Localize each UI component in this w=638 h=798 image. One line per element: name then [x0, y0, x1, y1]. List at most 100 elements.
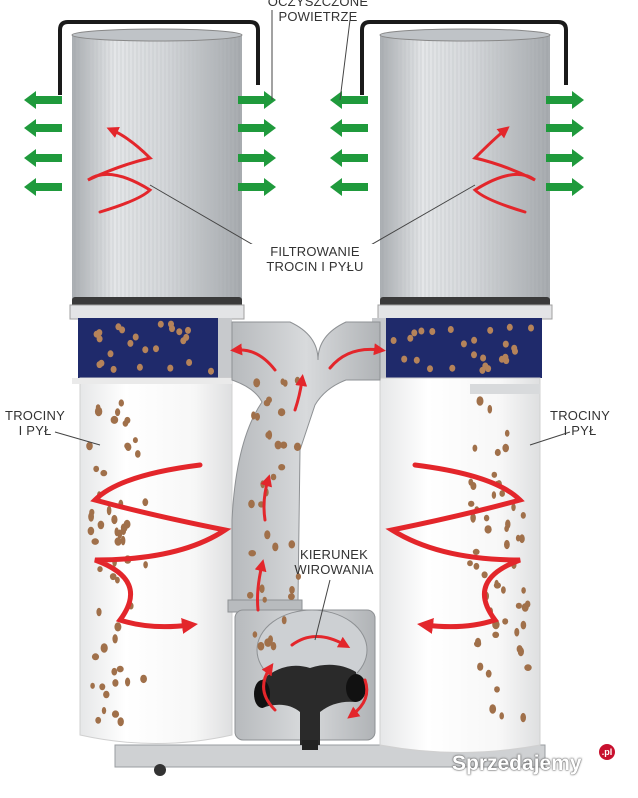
dust-particle [473, 562, 480, 570]
dust-particle [109, 573, 117, 581]
dust-particle [263, 399, 271, 407]
dust-particle [117, 529, 123, 539]
dust-particles [86, 376, 532, 727]
left-collection-bag [79, 377, 233, 744]
dust-particle [485, 669, 492, 678]
dust-particle [472, 548, 480, 556]
green-arrow-right [238, 178, 276, 196]
dust-particle [481, 571, 488, 579]
dust-particle [153, 345, 159, 353]
dust-particle [479, 366, 486, 374]
dust-particle [95, 716, 102, 724]
dust-particle [120, 535, 126, 546]
dust-particle [487, 326, 494, 334]
dust-particle [470, 482, 477, 490]
green-arrow-right [238, 91, 276, 109]
watermark: Sprzedajemy [452, 752, 582, 776]
dust-particle [142, 498, 149, 507]
dust-particle [476, 396, 484, 406]
dust-particle [99, 683, 106, 691]
dust-particle [100, 643, 108, 653]
dust-particle [93, 465, 100, 473]
swirl-direction-label-line2: WIROWANIA [294, 562, 374, 577]
dust-particle [118, 399, 125, 407]
dust-particle [278, 464, 286, 471]
left-unit [58, 20, 260, 744]
clean-air-label-line1: OCZYSZCZONE [267, 0, 369, 9]
dust-particle [95, 404, 101, 411]
dust-particle [489, 704, 497, 714]
dust-particle [265, 431, 271, 439]
dust-particle [485, 365, 492, 373]
green-arrow-left [330, 149, 368, 167]
dust-particle [295, 573, 301, 580]
dust-particle [253, 378, 261, 388]
dust-particle [106, 505, 112, 516]
sawdust-right-label: TROCINY I PYŁ [540, 408, 620, 438]
green-arrow-left [330, 119, 368, 137]
dust-particle [390, 337, 397, 344]
dust-particle [115, 576, 120, 584]
dust-particle [447, 326, 454, 333]
dust-particle [499, 712, 505, 720]
dust-particle [418, 327, 425, 335]
dust-particle [494, 579, 499, 589]
caster-wheel [154, 764, 166, 776]
dust-particle [262, 596, 267, 603]
dust-particle [98, 359, 105, 367]
right-collar-band [384, 318, 542, 378]
dust-particle [96, 607, 102, 617]
sawdust-right-label-line2: I PYŁ [563, 423, 597, 438]
dust-particle [470, 513, 476, 523]
dust-particle [100, 469, 108, 477]
dust-particle [96, 329, 103, 337]
dust-particle [280, 441, 288, 449]
dust-particle [504, 539, 510, 550]
dust-particle [449, 364, 456, 372]
right-filter-swirl-arrow [472, 126, 536, 214]
dust-particle [288, 540, 296, 549]
sawdust-left-label: TROCINY I PYŁ [0, 408, 70, 438]
dust-particle [471, 336, 478, 344]
dust-particle [502, 340, 509, 348]
dust-particle [91, 653, 100, 661]
dust-particle [116, 665, 124, 673]
dust-particle [501, 586, 506, 594]
duct-arrow-right-top [328, 343, 386, 370]
dust-particle [252, 631, 258, 638]
dust-particle [248, 499, 255, 509]
dust-particle [167, 364, 174, 372]
dust-particle [515, 602, 523, 609]
green-arrow-left [24, 91, 62, 109]
green-arrow-right [238, 149, 276, 167]
left-filter-swirl-arrow [87, 126, 153, 214]
dust-particle [97, 566, 103, 573]
left-bag-swirl-arrow [90, 462, 232, 634]
sawdust-right-label-line1: TROCINY [550, 408, 610, 423]
dust-particle [124, 442, 131, 450]
dust-particle [88, 512, 94, 522]
dust-particle [277, 408, 286, 417]
filtering-label-line1: FILTROWANIE [270, 244, 360, 259]
dust-particle [142, 346, 149, 354]
dust-particle [186, 359, 193, 366]
right-collection-bag [379, 377, 541, 753]
dust-particle [168, 320, 174, 328]
dust-particle [528, 324, 534, 332]
dust-particle [427, 365, 433, 373]
dust-particle [293, 442, 302, 451]
dust-particle [524, 664, 532, 671]
swirl-direction-label-line1: KIERUNEK [299, 547, 369, 562]
dust-particle [112, 634, 118, 644]
central-duct [227, 321, 381, 613]
left-collar-band [78, 318, 220, 378]
dust-particle [264, 530, 271, 540]
dust-particle [401, 355, 408, 363]
duct-arrow-up1 [260, 474, 273, 522]
dust-particle [114, 622, 122, 632]
dust-particle [90, 682, 95, 689]
dust-particle [127, 339, 134, 347]
dust-particle [502, 443, 510, 453]
filtering-label: FILTROWANIE TROCIN I PYŁU [250, 244, 380, 274]
